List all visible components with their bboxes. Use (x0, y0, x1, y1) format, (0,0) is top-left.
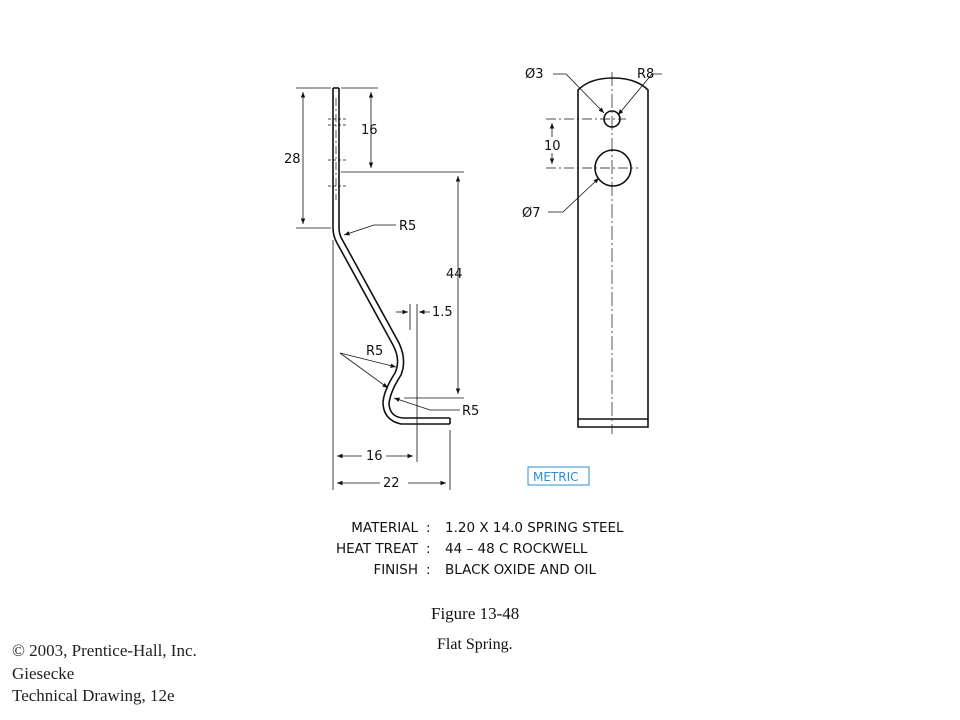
front-view-outline (577, 77, 649, 428)
dim-r8: R8 (637, 67, 654, 82)
leader-hole-large (548, 177, 600, 213)
spec-value-finish: BLACK OXIDE AND OIL (445, 562, 596, 578)
spec-sep: : (426, 520, 431, 536)
dim-16-top: 16 (361, 123, 378, 138)
leader-r5-top (343, 224, 396, 236)
spec-sep: : (426, 562, 431, 578)
metric-label: METRIC (533, 470, 579, 484)
spec-label-material: MATERIAL (351, 520, 418, 536)
front-view-labels: Ø3 R8 10 Ø7 (522, 67, 654, 221)
dim-hole-large: Ø7 (522, 206, 541, 221)
leader-r5-mid (339, 352, 397, 368)
spec-sep: : (426, 541, 431, 557)
dim-22: 22 (383, 476, 400, 491)
spec-label-heat-treat: HEAT TREAT (336, 541, 419, 557)
spring-profile-inner (338, 88, 450, 419)
dim-16-bottom: 16 (366, 449, 383, 464)
front-view (546, 72, 662, 434)
dim-hole-small: Ø3 (525, 67, 544, 82)
side-view (296, 87, 464, 490)
figure-title: Flat Spring. (437, 636, 513, 653)
metric-box: METRIC (527, 466, 590, 486)
spec-value-heat-treat: 44 – 48 C ROCKWELL (445, 541, 588, 557)
side-view-labels: 28 16 R5 44 1.5 R5 R5 16 22 (284, 123, 479, 491)
spec-block: MATERIAL : 1.20 X 14.0 SPRING STEEL HEAT… (336, 520, 624, 578)
dim-44: 44 (446, 267, 463, 282)
author-line: Giesecke (12, 663, 75, 683)
copyright-line: © 2003, Prentice-Hall, Inc. (12, 641, 197, 660)
leader-r5-bottom (393, 397, 460, 411)
leader-r5-mid (339, 352, 389, 389)
dim-10: 10 (544, 139, 561, 154)
dim-28: 28 (284, 152, 301, 167)
spring-profile-outer (332, 88, 450, 425)
dim-r5-mid: R5 (366, 344, 383, 359)
spec-label-finish: FINISH (373, 562, 418, 578)
leader-r8 (617, 73, 662, 116)
credits: © 2003, Prentice-Hall, Inc. Giesecke Tec… (12, 640, 197, 708)
figure-number: Figure 13-48 (431, 604, 520, 623)
spec-value-material: 1.20 X 14.0 SPRING STEEL (445, 520, 624, 536)
dim-r5-bottom: R5 (462, 404, 479, 419)
book-title-line: Technical Drawing, 12e (12, 686, 175, 705)
leader-hole-small (553, 73, 605, 114)
dim-r5-top: R5 (399, 219, 416, 234)
dim-1-5: 1.5 (432, 305, 453, 320)
